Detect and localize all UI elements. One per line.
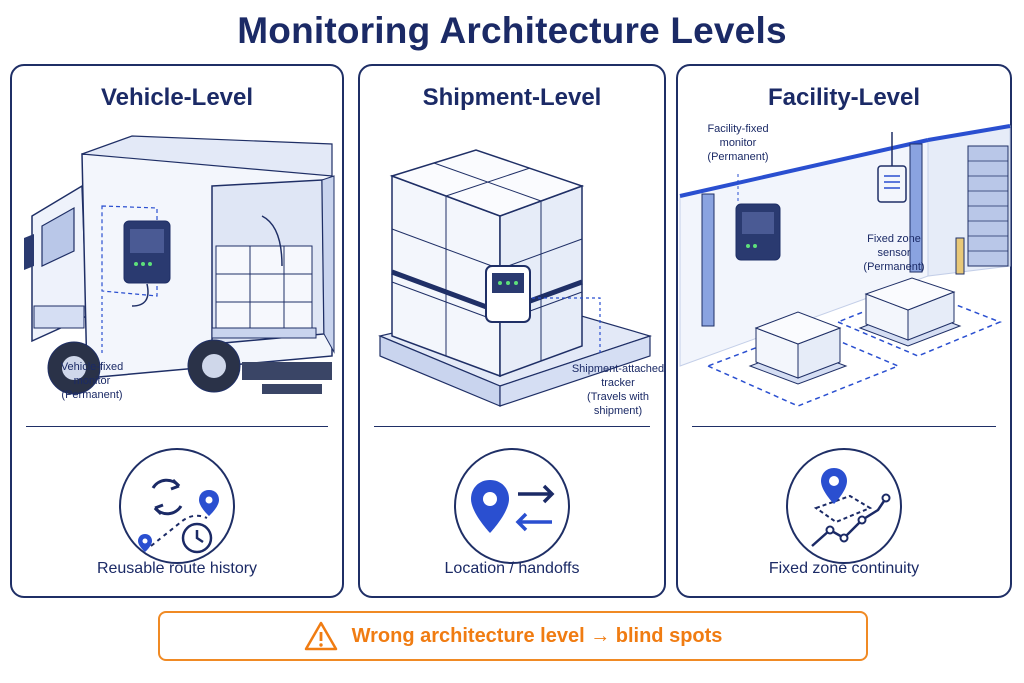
shipment-level-panel: Shipment-Level Shipment-attached tracker — [358, 64, 666, 598]
warning-text: Wrong architecture level → blind spots — [351, 624, 723, 647]
vehicle-level-title: Vehicle-Level — [100, 84, 254, 111]
vehicle-level-panel: Vehicle-Level Vehic — [10, 64, 344, 598]
location-handoff-icon — [454, 448, 570, 564]
warning-banner: Wrong architecture level → blind spots — [158, 611, 868, 661]
shipment-divider — [374, 426, 650, 427]
zone-continuity-icon — [786, 448, 902, 564]
vehicle-monitor-note: Vehicle-fixed monitor (Permanent) — [60, 361, 124, 401]
facility-level-title: Facility-Level — [767, 84, 921, 111]
pallet-illustration — [378, 149, 653, 407]
facility-level-panel: Facility-Level Facil — [676, 64, 1012, 598]
shipment-tracker-note: Shipment-attached tracker (Travels with … — [571, 363, 665, 417]
facility-monitor-note: Facility-fixed monitor (Permanent) — [707, 123, 769, 163]
shipment-level-title: Shipment-Level — [422, 84, 602, 111]
facility-divider — [692, 426, 996, 427]
shipment-caption: Location / handoffs — [444, 560, 580, 577]
warning-triangle-icon — [304, 621, 337, 651]
vehicle-divider — [26, 426, 328, 427]
facility-illustration — [679, 124, 1011, 407]
facility-caption: Fixed zone continuity — [768, 560, 920, 577]
truck-illustration — [24, 135, 335, 395]
route-history-icon — [119, 448, 235, 564]
zone-sensor-note: Fixed zone sensor (Permanent) — [863, 233, 925, 273]
vehicle-caption: Reusable route history — [96, 560, 258, 577]
page-title: Monitoring Architecture Levels — [237, 10, 787, 51]
